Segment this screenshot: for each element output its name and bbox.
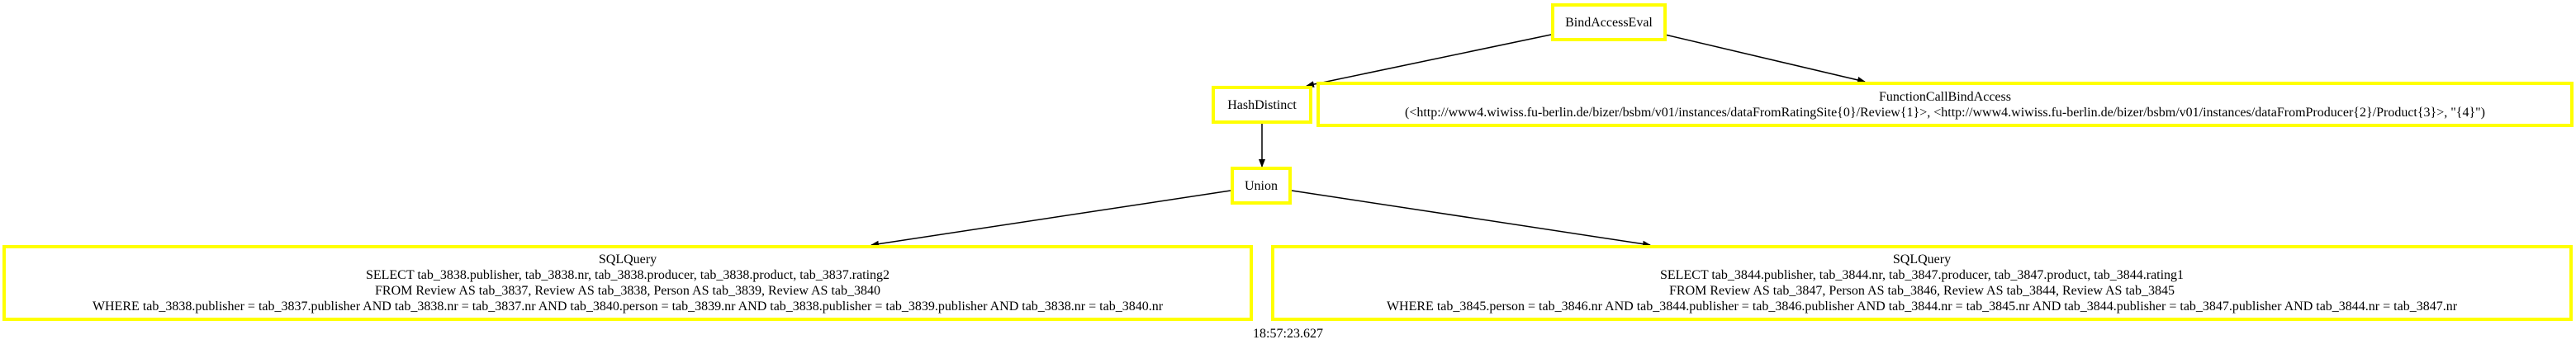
sql-where-line: WHERE tab_3838.publisher = tab_3837.publ…	[92, 299, 1164, 314]
node-sqlquery-2: SQLQuery SELECT tab_3844.publisher, tab_…	[1271, 245, 2573, 321]
node-label: FunctionCallBindAccess	[1879, 89, 2011, 104]
node-label: SQLQuery	[1892, 252, 1952, 266]
sql-from-line: FROM Review AS tab_3847, Person AS tab_3…	[1669, 284, 2175, 298]
node-union: Union	[1231, 167, 1292, 205]
sql-select-line: SELECT tab_3838.publisher, tab_3838.nr, …	[365, 268, 890, 282]
node-sqlquery-1: SQLQuery SELECT tab_3838.publisher, tab_…	[2, 245, 1253, 321]
node-label: HashDistinct	[1227, 97, 1297, 112]
edge-union-sqlquery-2	[1291, 190, 1651, 248]
node-label: BindAccessEval	[1565, 15, 1653, 30]
node-hashdistinct: HashDistinct	[1212, 86, 1312, 124]
timestamp: 18:57:23.627	[1253, 327, 1323, 341]
node-bindaccesseval: BindAccessEval	[1551, 3, 1667, 41]
node-label: SQLQuery	[598, 252, 657, 266]
node-label: Union	[1245, 178, 1278, 193]
node-functioncallbindaccess: FunctionCallBindAccess (<http://www4.wiw…	[1316, 82, 2574, 127]
node-detail: (<http://www4.wiwiss.fu-berlin.de/bizer/…	[1405, 105, 2485, 120]
edge-union-sqlquery-1	[871, 190, 1231, 248]
sql-from-line: FROM Review AS tab_3837, Review AS tab_3…	[375, 284, 880, 298]
edge-bindaccesseval-functioncall	[1664, 34, 1866, 83]
sql-select-line: SELECT tab_3844.publisher, tab_3844.nr, …	[1659, 268, 2185, 282]
sql-where-line: WHERE tab_3845.person = tab_3846.nr AND …	[1386, 299, 2458, 314]
edge-bindaccesseval-hashdistinct	[1306, 34, 1552, 88]
